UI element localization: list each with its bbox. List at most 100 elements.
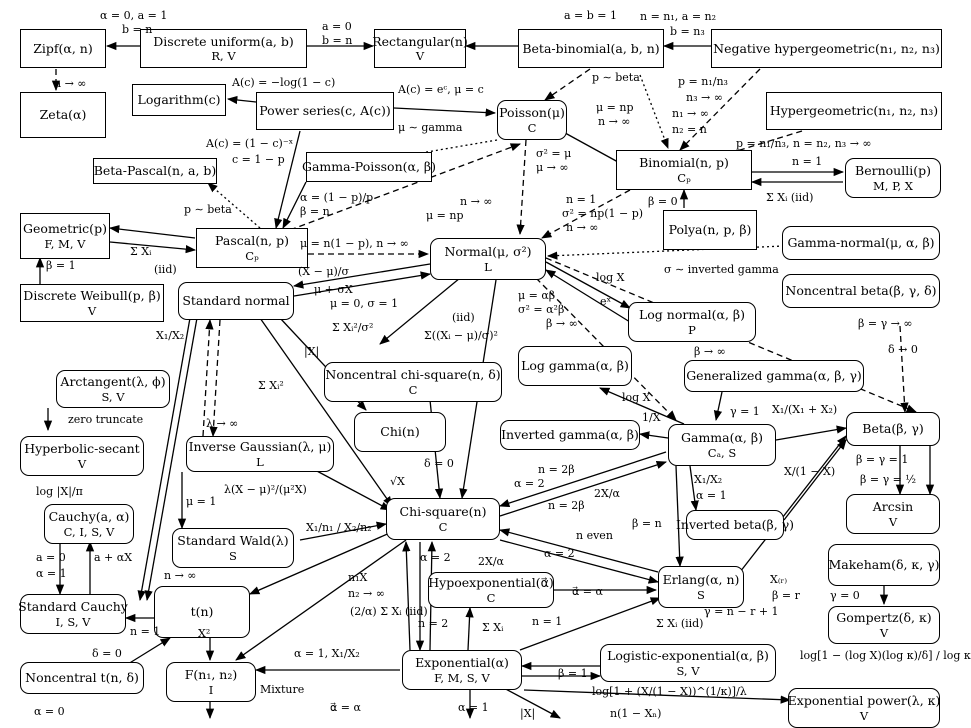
edge-gamma-loggamma <box>599 387 685 425</box>
edge-noncentralbeta-beta <box>899 325 909 414</box>
edge-gamma-invertedbeta <box>689 465 699 512</box>
node-erlang-props: S <box>697 587 705 602</box>
node-exponential-power-name: Exponential power(λ, κ) <box>787 693 941 708</box>
edge-label: 1/X <box>642 411 661 424</box>
edge-label: X₍ᵣ₎ <box>770 573 788 586</box>
edge-label: eˣ <box>600 295 612 308</box>
node-logistic-exponential-props: S, V <box>676 663 700 678</box>
edge-label: n₂ → ∞ <box>348 587 385 600</box>
node-gamma-poisson-name: Gamma-Poisson(α, β) <box>301 159 437 175</box>
edge-powerseries-logarithm <box>226 95 257 105</box>
node-gamma-name: Gamma(α, β) <box>681 430 763 445</box>
node-noncentral-chi-square: Noncentral chi-square(n, δ)C <box>324 362 502 402</box>
node-hyperbolic-secant-name: Hyperbolic-secant <box>24 441 140 456</box>
edge-label: α = 1, X₁/X₂ <box>294 647 360 660</box>
edge-label: δ → 0 <box>888 343 918 356</box>
edge-label: β = γ = 1 <box>856 453 909 466</box>
node-exponential: Exponential(α)F, M, S, V <box>402 650 522 690</box>
node-poisson: Poisson(μ)C <box>497 100 567 140</box>
node-power-series-name: Power series(c, A(c)) <box>259 103 391 119</box>
node-makeham-name: Makeham(δ, κ, γ) <box>828 557 940 573</box>
node-logistic-exponential: Logistic-exponential(α, β)S, V <box>600 644 776 682</box>
edge-label: X₁/(X₁ + X₂) <box>772 403 838 416</box>
edge-label: X₁/X₂ <box>156 329 185 342</box>
edge-chisquare-t <box>249 531 393 595</box>
edge-label: β = 0 <box>648 195 678 208</box>
node-arctangent-name: Arctangent(λ, ϕ) <box>60 374 166 389</box>
edge-label: μ → ∞ <box>536 161 569 174</box>
node-log-normal-name: Log normal(α, β) <box>638 307 746 322</box>
edge-label: n = n₁, a = n₂ <box>640 10 717 23</box>
node-inverse-gaussian-props: L <box>256 454 264 469</box>
edge-label: δ = 0 <box>92 647 122 660</box>
edge-binomial-normal <box>541 189 631 239</box>
edge-gamma-chisquare <box>499 451 667 508</box>
edge-erlang-chisquare <box>498 528 659 573</box>
edge-pascal-betapascal <box>207 182 261 229</box>
node-zipf: Zipf(α, n) <box>20 29 106 68</box>
edge-pascal-geometric <box>108 224 196 239</box>
edge-label: n = 2β <box>538 463 575 476</box>
node-hypoexponential-props: C <box>486 590 496 605</box>
node-discrete-uniform-props: R, V <box>211 49 236 64</box>
node-negative-hypergeometric: Negative hypergeometric(n₁, n₂, n₃) <box>711 29 942 68</box>
node-chi-square-name: Chi-square(n) <box>399 504 487 519</box>
node-standard-wald: Standard Wald(λ)S <box>172 528 294 568</box>
node-chi-name: Chi(n) <box>380 424 420 440</box>
node-geometric: Geometric(p)F, M, V <box>20 213 110 259</box>
node-logarithm: Logarithm(c) <box>132 84 226 116</box>
edge-label: n → ∞ <box>54 77 87 90</box>
node-gompertz-props: V <box>879 625 889 640</box>
node-pascal: Pascal(n, p)Cₚ <box>196 228 308 268</box>
node-rectangular-name: Rectangular(n) <box>372 33 468 49</box>
node-standard-normal-name: Standard normal <box>182 293 290 309</box>
node-arctangent-props: S, V <box>101 389 125 404</box>
node-hypoexponential: Hypoexponential(α⃗)C <box>428 572 554 608</box>
node-discrete-weibull: Discrete Weibull(p, β)V <box>20 284 164 322</box>
edge-label: n = 1 <box>130 625 161 638</box>
edge-label: log X <box>622 391 651 404</box>
edge-label: |X| <box>304 345 320 358</box>
node-noncentral-t-name: Noncentral t(n, δ) <box>25 670 139 686</box>
edge-label: n → ∞ <box>164 569 197 582</box>
edge-standardnormal-normal <box>293 271 432 297</box>
edge-standardnormal-cauchy <box>144 317 198 602</box>
node-standard-cauchy-props: I, S, V <box>55 614 91 629</box>
node-chi-square-props: C <box>438 519 448 534</box>
edge-label: Σ Xᵢ (iid) <box>766 191 814 204</box>
node-inverted-gamma-name: Inverted gamma(α, β) <box>501 427 639 443</box>
edge-label: n₂ = n <box>672 123 707 136</box>
node-zeta-name: Zeta(α) <box>39 107 87 123</box>
node-polya-name: Polya(n, p, β) <box>668 222 752 238</box>
edge-label: α = 2 <box>420 551 451 564</box>
edge-label: √X <box>390 475 405 488</box>
edge-label: n = 1 <box>532 615 563 628</box>
edge-gamma-beta <box>775 425 848 441</box>
node-bernoulli-props: M, P, X <box>873 178 913 193</box>
edge-neghyper-binomial <box>679 68 761 151</box>
edge-label: log X <box>596 271 625 284</box>
edge-label: β = 1 <box>558 667 588 680</box>
edge-label: n → ∞ <box>598 115 631 128</box>
edge-label: A(c) = −log(1 − c) <box>232 76 336 89</box>
node-beta: Beta(β, γ) <box>846 412 940 446</box>
node-chi: Chi(n) <box>354 412 446 452</box>
edge-erlang-beta-order <box>739 435 847 573</box>
node-exponential-name: Exponential(α) <box>415 655 509 670</box>
node-inverted-beta: Inverted beta(β, γ) <box>676 510 794 540</box>
edge-label: δ = 0 <box>424 457 454 470</box>
node-noncentral-beta: Noncentral beta(β, γ, δ) <box>782 274 940 308</box>
node-polya: Polya(n, p, β) <box>663 210 757 250</box>
edge-invertedbeta-beta <box>783 439 847 521</box>
node-makeham: Makeham(δ, κ, γ) <box>828 544 940 586</box>
edge-label: a + αX <box>94 551 133 564</box>
node-logarithm-name: Logarithm(c) <box>137 92 221 108</box>
edge-label: n = 2 <box>418 617 449 630</box>
edge-label: X₁/X₂ <box>694 473 723 486</box>
edge-betabinomial-poisson <box>544 68 591 101</box>
edge-label: |X| <box>520 707 536 720</box>
edge-label: Σ Xᵢ²/σ² <box>332 321 374 334</box>
node-binomial-name: Binomial(n, p) <box>639 155 729 170</box>
edge-label: σ² = α²β <box>518 303 565 316</box>
edge-label: α = 2 <box>544 547 575 560</box>
